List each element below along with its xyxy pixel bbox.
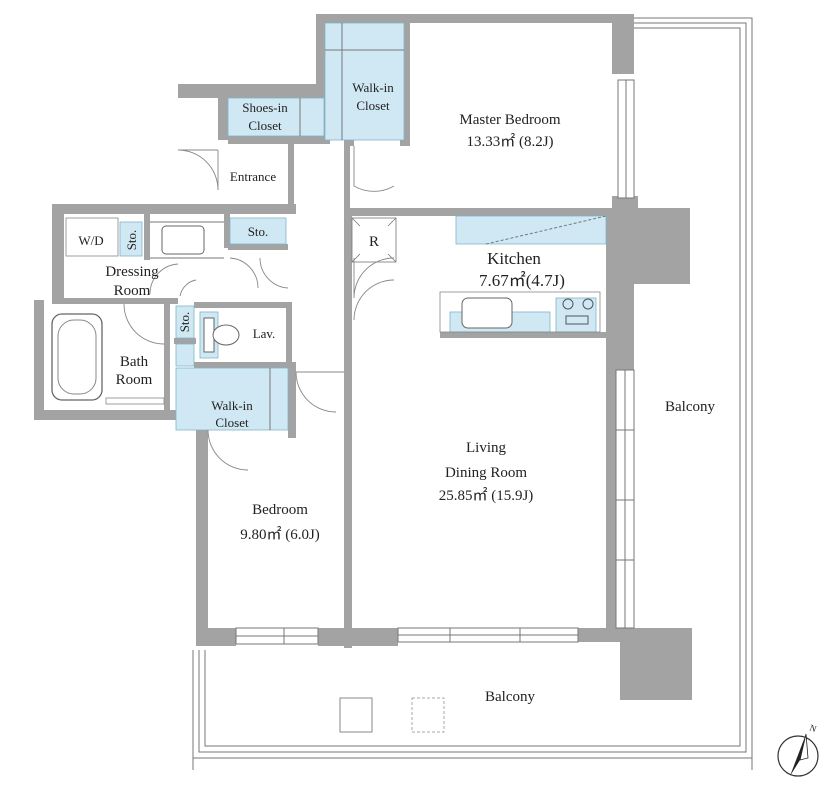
dressing-room-line1: Dressing xyxy=(105,264,159,280)
dressing-room-line2: Room xyxy=(114,283,151,299)
living-area: 25.85㎡ (15.9J) xyxy=(439,487,534,504)
bath-room-line1: Bath xyxy=(120,354,149,370)
doors xyxy=(123,146,395,471)
walk-in-closet-bed-line1: Walk-in xyxy=(211,398,253,413)
outdoor-unit-dashed xyxy=(411,697,445,733)
master-bedroom-area: 13.33㎡ (8.2J) xyxy=(466,133,553,150)
north-letter: N xyxy=(808,722,818,734)
master-bedroom-name: Master Bedroom xyxy=(459,112,561,128)
living-line2: Dining Room xyxy=(445,465,527,481)
walk-in-closet-bed-line2: Closet xyxy=(215,415,249,430)
washbasin-icon xyxy=(161,225,205,255)
bathtub-icon xyxy=(51,313,103,401)
kitchen-name: Kitchen xyxy=(487,249,541,268)
entrance-label: Entrance xyxy=(230,169,276,184)
storage-areas xyxy=(119,22,607,431)
walls xyxy=(34,14,692,700)
sto-bath-label: Sto. xyxy=(177,312,192,333)
windows xyxy=(235,79,635,645)
stove-icon xyxy=(562,298,594,325)
living-line1: Living xyxy=(466,440,506,456)
kitchen-sink-icon xyxy=(461,297,513,329)
balcony-south-label: Balcony xyxy=(485,689,535,705)
sto-hall-label: Sto. xyxy=(248,224,269,239)
shoes-in-closet-line2: Closet xyxy=(248,118,282,133)
kitchen-area: 7.67㎡(4.7J) xyxy=(479,271,565,290)
balcony-east-label: Balcony xyxy=(665,399,715,415)
shoes-in-closet-line1: Shoes-in xyxy=(242,100,288,115)
bedroom-area: 9.80㎡ (6.0J) xyxy=(240,526,320,543)
room-labels: Master Bedroom 13.33㎡ (8.2J) Walk-in Clo… xyxy=(78,80,715,705)
fixtures xyxy=(51,217,601,733)
north-arrow-icon: N xyxy=(777,722,819,777)
balcony-outline xyxy=(192,17,753,770)
bath-room-line2: Room xyxy=(116,372,153,388)
sto-dressing-label: Sto. xyxy=(124,230,139,251)
lav-label: Lav. xyxy=(253,326,276,341)
outdoor-unit xyxy=(339,697,373,733)
refrigerator-label: R xyxy=(369,234,379,250)
toilet-icon xyxy=(212,324,240,346)
walk-in-closet-master-line1: Walk-in xyxy=(352,80,394,95)
washer-dryer-space xyxy=(65,217,119,257)
walk-in-closet-master-line2: Closet xyxy=(356,98,390,113)
wd-label: W/D xyxy=(78,233,103,248)
bedroom-name: Bedroom xyxy=(252,502,308,518)
